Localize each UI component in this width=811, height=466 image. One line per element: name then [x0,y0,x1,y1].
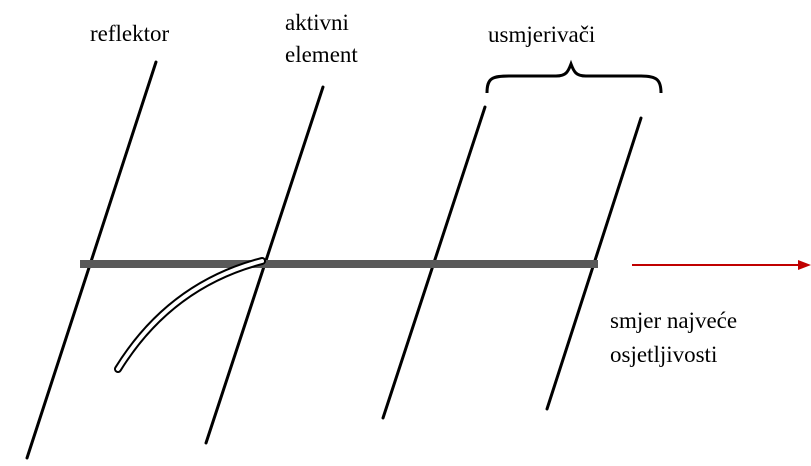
direction-label-line2: osjetljivosti [610,342,718,367]
active-element-label-line1: aktivni [285,10,349,35]
direction-arrow [632,260,811,270]
active-element-label-line2: element [285,42,358,67]
feed-cable [114,257,266,373]
directors-label: usmjerivači [488,22,596,47]
reflector-label: reflektor [90,21,170,46]
directors-brace [485,59,663,94]
direction-label-line1: smjer najveće [610,308,738,333]
